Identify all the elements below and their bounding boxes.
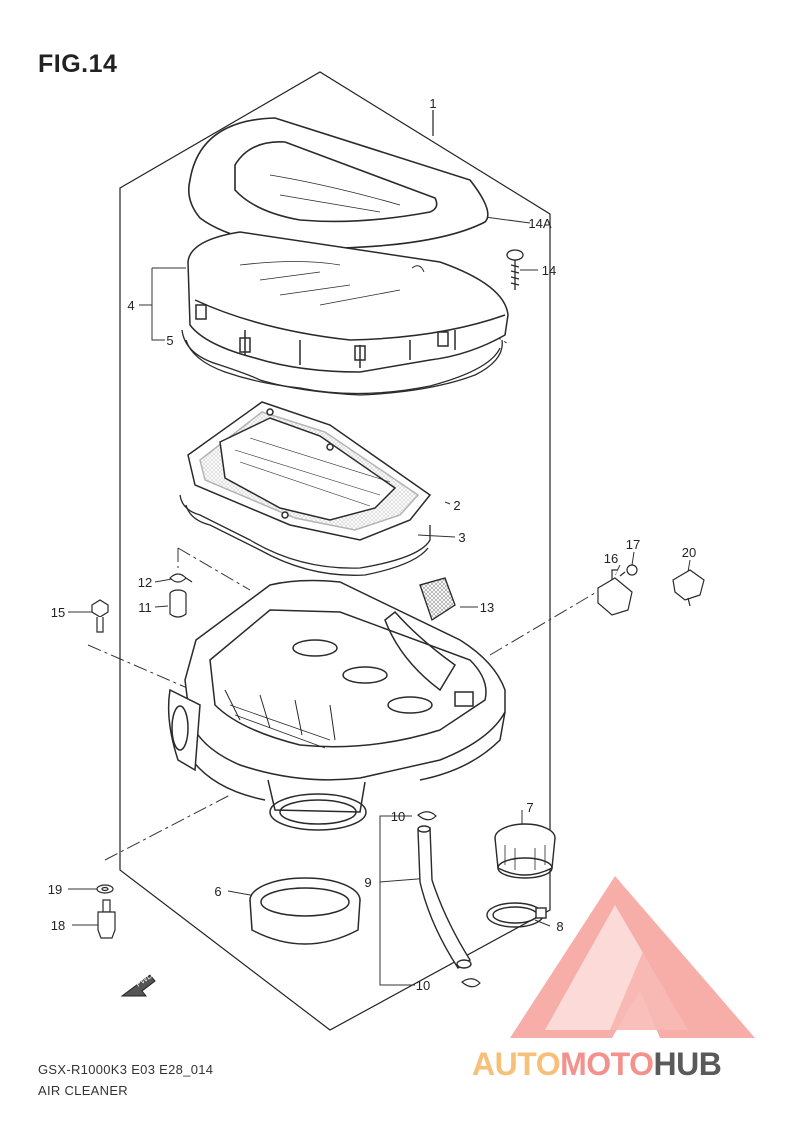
part-1-upper-case [187,231,509,373]
part-3-filter-seal [179,494,431,576]
callout-labels: 1 14A 14 4 5 2 3 17 20 16 12 13 11 15 7 10 9 6 19 18 8 10 [48,96,696,993]
watermark-logo-icon [510,876,755,1038]
part-13-mesh-block [419,577,456,621]
callout-label-20: 20 [682,545,696,560]
assembly-name: AIR CLEANER [38,1083,128,1098]
callout-label-12: 12 [138,575,152,590]
part-16-sensor-icon [597,569,633,616]
model-code: GSX-R1000K3 E03 E28_014 [38,1062,214,1077]
callout-label-14: 14 [542,263,556,278]
part-5-gasket [181,329,503,396]
assembly-outline [119,71,551,1031]
callout-label-18: 18 [51,918,65,933]
figure-title: FIG.14 [38,50,118,78]
callout-label-3: 3 [458,530,465,545]
part-17-screw-icon [619,564,638,577]
fwd-arrow-icon: FWD [120,971,156,997]
callout-label-7: 7 [526,800,533,815]
callout-label-10: 10 [416,978,430,993]
part-10-clip-icon [417,811,481,988]
callout-label-1: 1 [429,96,436,111]
part-15-bolt-icon [91,599,109,633]
callout-label-6: 6 [214,884,221,899]
callout-label-5: 5 [166,333,173,348]
part-6-duct-ring [249,877,361,945]
callout-label-11: 11 [138,600,152,615]
part-18-sensor-icon [97,899,116,939]
part-20-connector-icon [672,569,705,607]
part-12-clip-icon [169,573,193,583]
callout-label-15: 15 [51,605,65,620]
part-9-hose [417,825,472,969]
callout-label-10: 10 [391,809,405,824]
brand-part-hub: HUB [653,1046,722,1082]
part-14a-cover-seal [187,117,489,249]
callout-label-17: 17 [626,537,640,552]
part-8-clamp [486,902,547,928]
callout-label-4: 4 [127,298,134,313]
callout-label-19: 19 [48,882,62,897]
callout-label-2: 2 [453,498,460,513]
callout-label-14A: 14A [528,216,551,231]
part-7-intake-funnel [494,823,556,879]
callout-label-16: 16 [604,551,618,566]
part-19-washer-icon [96,884,114,894]
part-14-screw-icon [506,249,524,290]
part-lower-case [167,579,506,831]
part-11-cap-icon [169,589,187,618]
callout-label-9: 9 [364,875,371,890]
brand-part-auto: AUTO [472,1046,561,1082]
watermark-brand: AUTOMOTOHUB [472,1046,722,1083]
callout-label-13: 13 [480,600,494,615]
part-2-filter-element [187,401,432,541]
callout-label-8: 8 [556,919,563,934]
brand-part-moto: MOTO [560,1046,654,1082]
